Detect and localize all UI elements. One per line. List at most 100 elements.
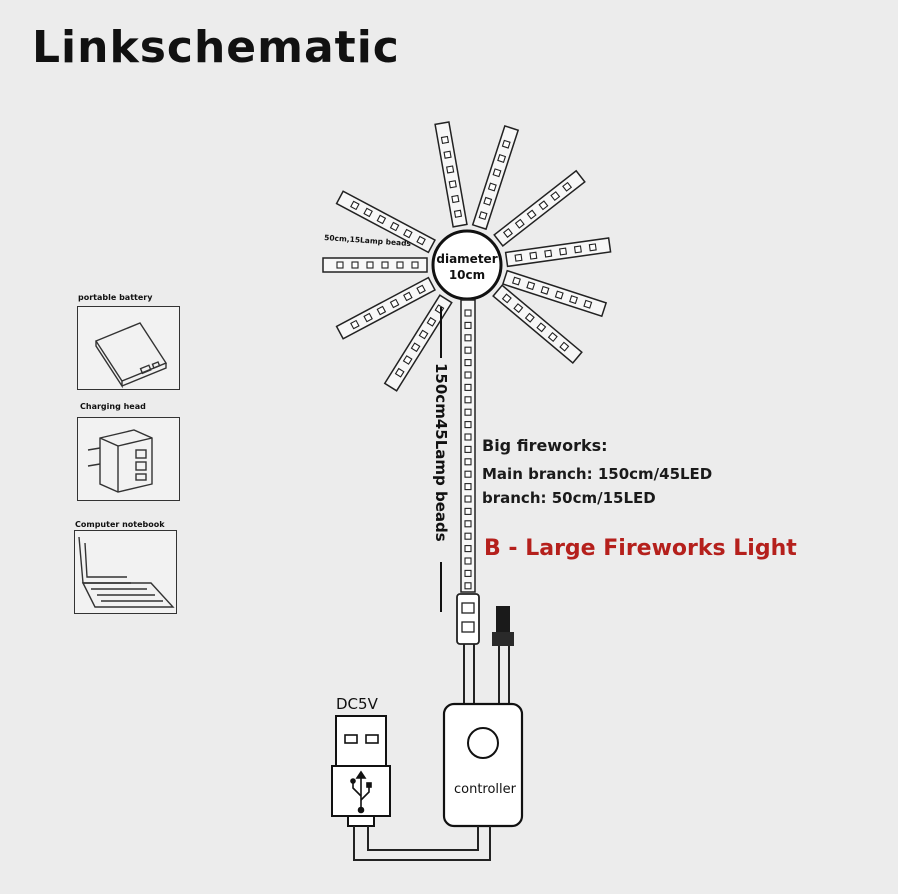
spec-branch: branch: 50cm/15LED <box>482 489 656 507</box>
led-bead <box>569 295 578 305</box>
controller-box <box>442 702 524 828</box>
branch-strips <box>322 121 612 392</box>
led-bead <box>464 557 472 565</box>
led-bead <box>497 154 507 163</box>
led-bead <box>464 421 472 429</box>
led-bead <box>376 305 387 316</box>
page-title: Linkschematic <box>32 22 400 73</box>
led-bead <box>513 303 524 314</box>
led-bead <box>366 261 374 269</box>
controller-label: controller <box>454 782 517 797</box>
led-bead <box>464 458 472 466</box>
usb-symbol-icon <box>350 770 372 814</box>
laptop-icon <box>78 536 175 608</box>
led-bead <box>443 150 452 159</box>
led-bead <box>540 285 550 295</box>
led-bead <box>402 355 413 365</box>
led-bead <box>536 322 547 333</box>
led-bead <box>573 245 582 254</box>
led-bead <box>544 249 553 258</box>
power-label: DC5V <box>336 695 379 713</box>
led-bead <box>389 221 400 232</box>
led-bead <box>403 228 413 239</box>
led-bead <box>559 247 568 256</box>
branch-strip <box>434 121 468 228</box>
led-bead <box>453 209 463 218</box>
led-bead <box>350 200 360 211</box>
led-bead <box>464 359 472 367</box>
led-bead <box>389 298 400 309</box>
led-bead <box>351 261 359 269</box>
charger-icon <box>87 429 153 493</box>
led-bead <box>426 316 437 327</box>
led-bead <box>514 218 525 229</box>
led-bead <box>547 331 558 342</box>
led-bead <box>350 319 360 330</box>
led-bead <box>381 261 389 269</box>
center-hub <box>431 229 503 301</box>
computer-notebook-label: Computer notebook <box>75 520 165 529</box>
led-bead <box>464 470 472 478</box>
main-strip-leds <box>464 309 472 590</box>
led-bead <box>464 371 472 379</box>
led-bead <box>483 196 493 206</box>
led-bead <box>588 243 597 252</box>
diameter-label: diameter <box>436 252 497 266</box>
led-bead <box>487 182 497 192</box>
led-bead <box>464 532 472 540</box>
led-bead <box>502 228 513 238</box>
led-bead <box>448 180 457 189</box>
led-bead <box>524 312 535 323</box>
led-bead <box>492 168 502 178</box>
led-bead <box>464 321 472 329</box>
led-bead <box>464 334 472 342</box>
led-bead <box>464 507 472 515</box>
led-bead <box>526 281 536 291</box>
branch-strip <box>335 276 436 340</box>
dc-plug <box>496 606 510 634</box>
led-bead <box>559 341 570 352</box>
led-bead <box>464 408 472 416</box>
product-name: B - Large Fireworks Light <box>484 536 797 561</box>
charging-head-box <box>77 417 180 501</box>
controller-button <box>467 727 499 759</box>
led-bead <box>464 569 472 577</box>
led-bead <box>464 495 472 503</box>
led-bead <box>501 293 512 304</box>
led-bead <box>464 346 472 354</box>
led-bead <box>440 135 450 145</box>
led-bead <box>416 235 426 246</box>
led-bead <box>394 367 405 378</box>
branch-strip <box>322 257 428 273</box>
led-bead <box>464 396 472 404</box>
strip-connector <box>456 593 480 645</box>
branch-strip <box>504 237 612 268</box>
led-bead <box>583 299 593 309</box>
led-bead <box>410 342 421 353</box>
power-bank-icon <box>94 322 168 389</box>
led-bead <box>446 165 455 174</box>
led-bead <box>464 582 472 590</box>
led-bead <box>464 520 472 528</box>
led-bead <box>418 329 429 340</box>
led-bead <box>464 309 472 317</box>
led-bead <box>403 291 413 302</box>
spec-heading: Big fireworks: <box>482 436 608 455</box>
led-bead <box>451 194 460 204</box>
charging-head-label: Charging head <box>80 402 146 411</box>
branch-strip <box>383 294 453 392</box>
portable-battery-label: portable battery <box>78 293 153 302</box>
branch-strip <box>493 169 586 247</box>
usb-plug <box>331 715 391 827</box>
led-bead <box>562 181 573 192</box>
main-length-label: 150cm45Lamp beads <box>432 363 450 542</box>
branch-strip <box>335 190 436 254</box>
led-bead <box>411 261 419 269</box>
led-bead <box>501 139 511 149</box>
led-bead <box>464 445 472 453</box>
branch-strip <box>492 284 583 364</box>
led-bead <box>396 261 404 269</box>
diameter-value: 10cm <box>449 268 485 282</box>
led-bead <box>478 211 488 221</box>
